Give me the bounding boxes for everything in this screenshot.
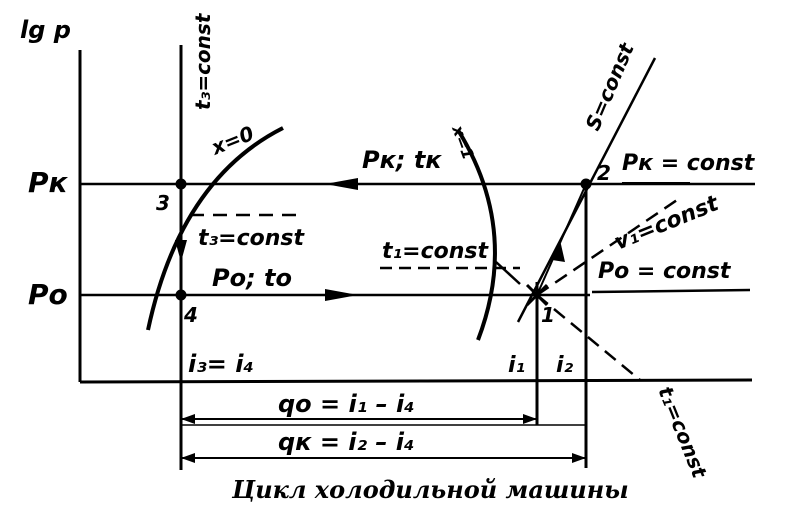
i3-eq-i4-label: i₃= i₄ <box>188 350 254 378</box>
q0-left-arrow <box>181 414 195 424</box>
p0-t0-label: Pо; tо <box>212 264 292 292</box>
v1-const-dashed-line <box>536 196 681 297</box>
t3-const-vertical-label: t₃=const <box>191 12 215 110</box>
pk-axis-label: Pк <box>28 166 69 199</box>
i2-label: i₂ <box>556 353 574 378</box>
p0-axis-label: Pо <box>28 278 68 311</box>
t1-const-mid-label: t₁=const <box>382 239 489 264</box>
x-axis <box>79 378 753 384</box>
point-4-marker <box>175 289 187 301</box>
pk-tk-label: Pк; tк <box>362 146 442 174</box>
throttling-arrow <box>175 240 187 262</box>
t1-const-diagonal-line <box>536 294 641 381</box>
q0-right-arrow <box>523 414 537 424</box>
p0-direction-arrow <box>325 289 358 301</box>
pk-direction-arrow <box>325 178 358 190</box>
pk-const-label: Pк = const <box>622 151 756 176</box>
axis-y-label: lg p <box>20 16 71 44</box>
v1-const-label: v₁=const <box>611 191 724 256</box>
qk-right-arrow <box>572 453 586 463</box>
q0-equation: qо = i₁ – i₄ <box>278 390 415 418</box>
t1-const-connector <box>495 261 521 285</box>
point-1-label: 1 <box>541 303 555 327</box>
p0-const-label: Pо = const <box>598 259 732 284</box>
point-4-label: 4 <box>183 303 198 327</box>
s-const-label: S=const <box>581 38 640 134</box>
saturated-liquid-curve <box>146 126 284 331</box>
qk-equation: qк = i₂ – i₄ <box>278 428 414 456</box>
compression-arrow <box>552 240 565 262</box>
i1-label: i₁ <box>508 353 525 378</box>
s-const-line <box>516 57 657 323</box>
qk-left-arrow <box>181 453 195 463</box>
point-2-marker <box>580 178 592 190</box>
x0-label: x=0 <box>207 121 257 160</box>
saturated-vapor-curve <box>456 128 497 341</box>
point-2-label: 2 <box>597 161 611 185</box>
point-3-marker <box>175 178 187 190</box>
point-3-label: 3 <box>156 191 170 215</box>
p0-const-underline <box>591 288 751 294</box>
t3-const-mid-label: t₃=const <box>198 226 305 251</box>
diagram-caption: Цикл холодильной машины <box>231 475 629 504</box>
point-1-marker <box>525 282 549 308</box>
compression-line <box>536 183 587 296</box>
t1-const-diag-label: t₁=const <box>653 383 712 483</box>
x1-label: x=1 <box>448 122 478 162</box>
